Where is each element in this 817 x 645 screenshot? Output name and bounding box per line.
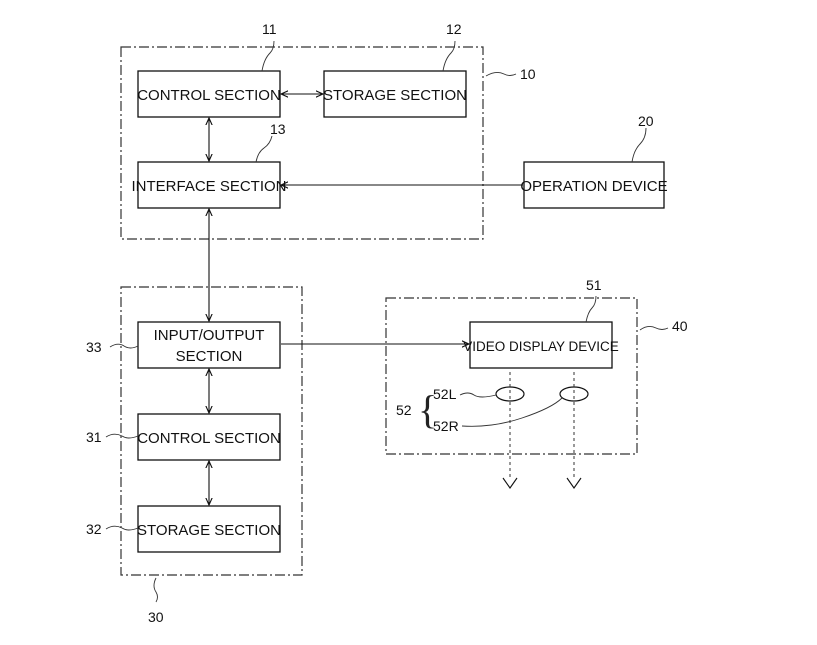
operation-device-20 (523, 161, 665, 209)
io-33-ref: 33 (86, 339, 102, 355)
control-31-leader (105, 433, 139, 439)
left-axis-arrowhead (502, 477, 518, 489)
storage-12-ref: 12 (446, 21, 462, 37)
control-31-ref: 31 (86, 429, 102, 445)
control-section-11-label: CONTROL SECTION (137, 87, 281, 104)
io-33-leader (109, 343, 139, 349)
storage-12-leader (442, 40, 456, 72)
storage-section-12 (323, 70, 467, 118)
io-section-label-line2: SECTION (176, 348, 243, 365)
operation-device-label: OPERATION DEVICE (520, 178, 667, 195)
interface-13-ref: 13 (270, 121, 286, 137)
operation-20-ref: 20 (638, 113, 654, 129)
device-10-ref: 10 (520, 66, 536, 82)
control-11-leader (261, 40, 275, 72)
storage-section-32 (137, 505, 281, 553)
interface-13-leader (255, 135, 273, 163)
interface-section-13 (137, 161, 281, 209)
control-11-ref: 11 (262, 21, 277, 37)
device-10-leader (485, 71, 517, 77)
control-section-11 (137, 70, 281, 118)
control-section-31-label: CONTROL SECTION (137, 430, 281, 447)
device-40-leader (639, 325, 669, 331)
lens-52r-ref: 52R (433, 418, 459, 434)
device-30-ref: 30 (148, 609, 164, 625)
storage-32-ref: 32 (86, 521, 102, 537)
optics-52-ref: 52 (396, 402, 412, 418)
lens-52l-leader (459, 392, 497, 398)
device-40-frame (385, 297, 638, 455)
optics-52-brace: { (418, 387, 437, 432)
io-section-label-line1: INPUT/OUTPUT (154, 327, 265, 344)
video-51-leader (585, 295, 597, 323)
device-40-ref: 40 (672, 318, 688, 334)
lens-52r-leader (461, 397, 563, 427)
storage-section-12-label: STORAGE SECTION (323, 87, 467, 104)
lens-52l-ref: 52L (433, 386, 457, 402)
io-section-33 (137, 321, 281, 369)
operation-20-leader (631, 127, 647, 163)
interface-section-13-label: INTERFACE SECTION (131, 178, 286, 195)
device-30-leader (153, 577, 158, 603)
video-display-51 (469, 321, 613, 369)
storage-section-32-label: STORAGE SECTION (137, 522, 281, 539)
control-section-31 (137, 413, 281, 461)
video-display-label: VIDEO DISPLAY DEVICE (463, 339, 619, 354)
storage-32-leader (105, 525, 139, 531)
video-51-ref: 51 (586, 277, 602, 293)
device-10-frame (120, 46, 484, 240)
right-axis-arrowhead (566, 477, 582, 489)
